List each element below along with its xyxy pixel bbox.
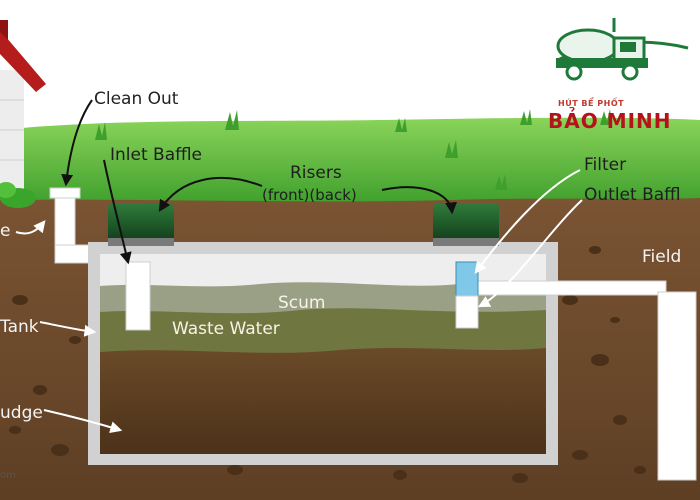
label-risers: Risers <box>290 163 342 183</box>
label-field: Field <box>642 247 681 267</box>
leader-lines-white <box>15 169 583 433</box>
label-risers-sub: (front)(back) <box>262 186 357 204</box>
soil-pebbles <box>9 246 646 483</box>
outlet-pipe <box>477 280 697 481</box>
leader-lines <box>61 99 458 265</box>
label-clean-out: Clean Out <box>94 89 179 109</box>
shrub <box>0 182 36 208</box>
sky <box>0 0 700 140</box>
sludge-layer <box>100 348 546 454</box>
riser-back <box>433 204 499 246</box>
outlet-baffle <box>455 295 479 329</box>
logo-name: BẢO MINH <box>548 108 672 133</box>
septic-truck-icon <box>556 18 689 81</box>
label-scum: Scum <box>278 293 325 313</box>
label-filter: Filter <box>584 155 626 175</box>
waste-water-layer <box>100 308 546 360</box>
watermark-text: om <box>0 470 16 481</box>
filter <box>455 261 479 297</box>
label-outlet-baffle: Outlet Baffl <box>584 185 681 205</box>
septic-tank <box>88 242 558 465</box>
logo: HÚT BỂ PHỐT BẢO MINH <box>548 18 689 133</box>
label-sludge: udge <box>0 403 43 423</box>
grass-tufts <box>95 109 612 190</box>
scum-layer <box>100 282 546 318</box>
house <box>0 20 46 190</box>
inlet-baffle <box>125 261 151 331</box>
riser-front <box>108 204 174 246</box>
logo-tagline: HÚT BỂ PHỐT <box>558 96 624 108</box>
grass-band <box>0 117 700 205</box>
label-waste-water: Waste Water <box>172 319 280 339</box>
label-tank: Tank <box>0 317 39 337</box>
label-inlet-baffle: Inlet Baffle <box>110 145 202 165</box>
label-inlet-pipe: e <box>0 221 10 241</box>
